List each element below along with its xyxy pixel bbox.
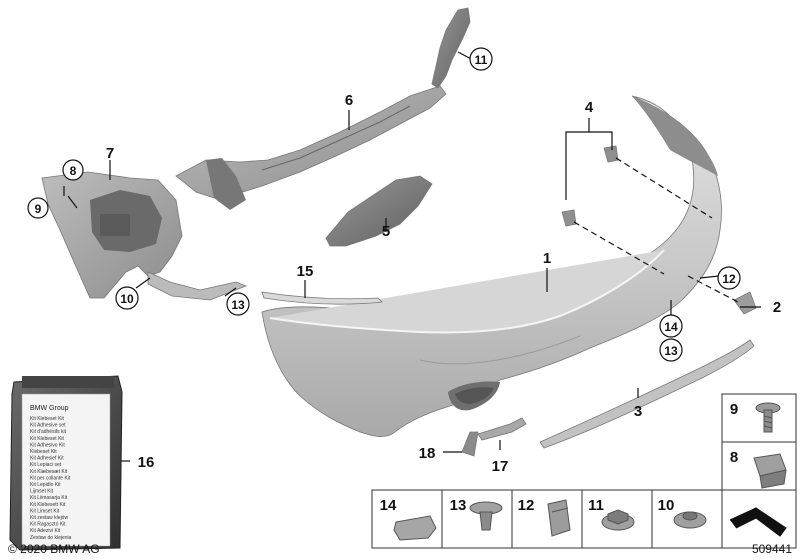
seal-strip-icon [729,507,787,537]
legend-bottom: 14 13 12 11 10 [371,489,797,549]
svg-text:10: 10 [120,292,134,306]
diagram-ref-number: 509441 [752,542,792,556]
svg-text:11: 11 [475,53,488,67]
copyright-text: © 2020 BMW AG [8,542,100,556]
svg-text:13: 13 [664,344,678,358]
callout-13-left: 13 [226,292,250,316]
callout-17: 17 [492,458,509,475]
expanding-rivet-icon [469,501,503,531]
kit-label-line: Kit Klebeset Kit [30,416,65,422]
clip-4-lower [561,209,577,227]
kit-label-line: Kit Adhesive set [30,423,66,429]
callout-3: 3 [634,403,642,420]
kit-label-line: Kit Klebesett Kit [30,502,66,508]
callout-1: 1 [543,250,551,267]
svg-text:14: 14 [664,320,678,334]
legend-label-10: 10 [658,497,675,514]
kit-label [21,393,111,547]
callout-10: 10 [115,286,139,310]
svg-text:8: 8 [70,164,77,178]
bracket-17 [477,417,527,441]
kit-brand: BMW Group [30,405,69,412]
callout-5: 5 [382,223,390,240]
callout-13-right: 13 [659,338,683,362]
spring-clip-icon [393,515,437,541]
legend-label-13: 13 [450,497,467,514]
trim-strip-15 [261,291,383,305]
round-nut-icon [673,511,707,529]
legend-cell-9 [721,393,797,443]
callout-9: 9 [27,197,49,219]
kit-label-line: Lijmset Kit [30,489,54,495]
legend-label-12: 12 [518,497,535,514]
assembly-line-4b [573,221,665,275]
kit-label-line: Zestaw do klejenia [30,535,72,541]
kit-label-line: Kit d'adhésifs kit [30,429,67,435]
screw-icon [755,402,781,433]
legend-side: 9 8 [721,393,797,491]
kit-label-line: Kit Lepiaci set [30,462,62,468]
legend-label-9: 9 [730,401,738,418]
kit-label-line: Kit Liimasarja Kit [30,495,68,501]
callout-16: 16 [138,454,155,471]
legend-label-14: 14 [380,497,397,514]
bracket-18 [461,431,479,457]
kit-label-line: Kit Klebeset Kit [30,436,65,442]
callout-2: 2 [773,299,781,316]
svg-text:12: 12 [722,272,736,286]
svg-text:9: 9 [35,202,42,216]
callout-8: 8 [62,159,84,181]
cap-2 [733,291,757,315]
kit-label-line: Kit Adhesivo Kit [30,442,65,448]
kit-label-line: Kit Limset Kit [30,508,60,514]
legend-label-8: 8 [730,449,738,466]
bumper-carrier-6 [175,85,447,210]
callout-18: 18 [419,445,436,462]
kit-label-line: Kit Adezivi Kit [30,528,61,534]
assembly-line-4a [615,157,713,219]
leader-lines [63,51,761,462]
guide-bracket-5 [325,175,433,247]
kit-label-line: Kit zestaw klejów [30,515,68,521]
callout-7: 7 [106,145,114,162]
legend-cell-13 [441,489,513,549]
callout-15: 15 [297,263,314,280]
side-bracket-7 [41,171,183,299]
callout-12: 12 [717,266,741,290]
callout-6: 6 [345,92,353,109]
lower-strip-10 [147,271,248,301]
trim-strip-3 [539,339,755,449]
kit-label-line: Kit Adhesief Kit [30,456,64,462]
hex-nut-icon [601,509,635,531]
kit-label-line: Kit Lepidlo Kit [30,482,61,488]
kit-label-line: Kit per collante Kit [30,475,71,481]
svg-text:13: 13 [231,298,245,312]
kit-label-line: Klebeset Kit [30,449,57,455]
callout-14: 14 [659,314,683,338]
legend-label-11: 11 [588,497,604,514]
callout-4: 4 [585,99,594,116]
clip-4-upper [603,145,619,163]
clip-nut-icon [753,453,787,489]
kit-label-line: Kit Klæbesæt Kit [30,469,68,475]
clip-icon [547,499,571,537]
callout-11: 11 [469,47,493,71]
kit-label-line: Kit Ragasztó Kit [30,522,66,528]
bracket-11 [431,7,471,89]
rear-bumper-trim-panel [261,95,722,437]
